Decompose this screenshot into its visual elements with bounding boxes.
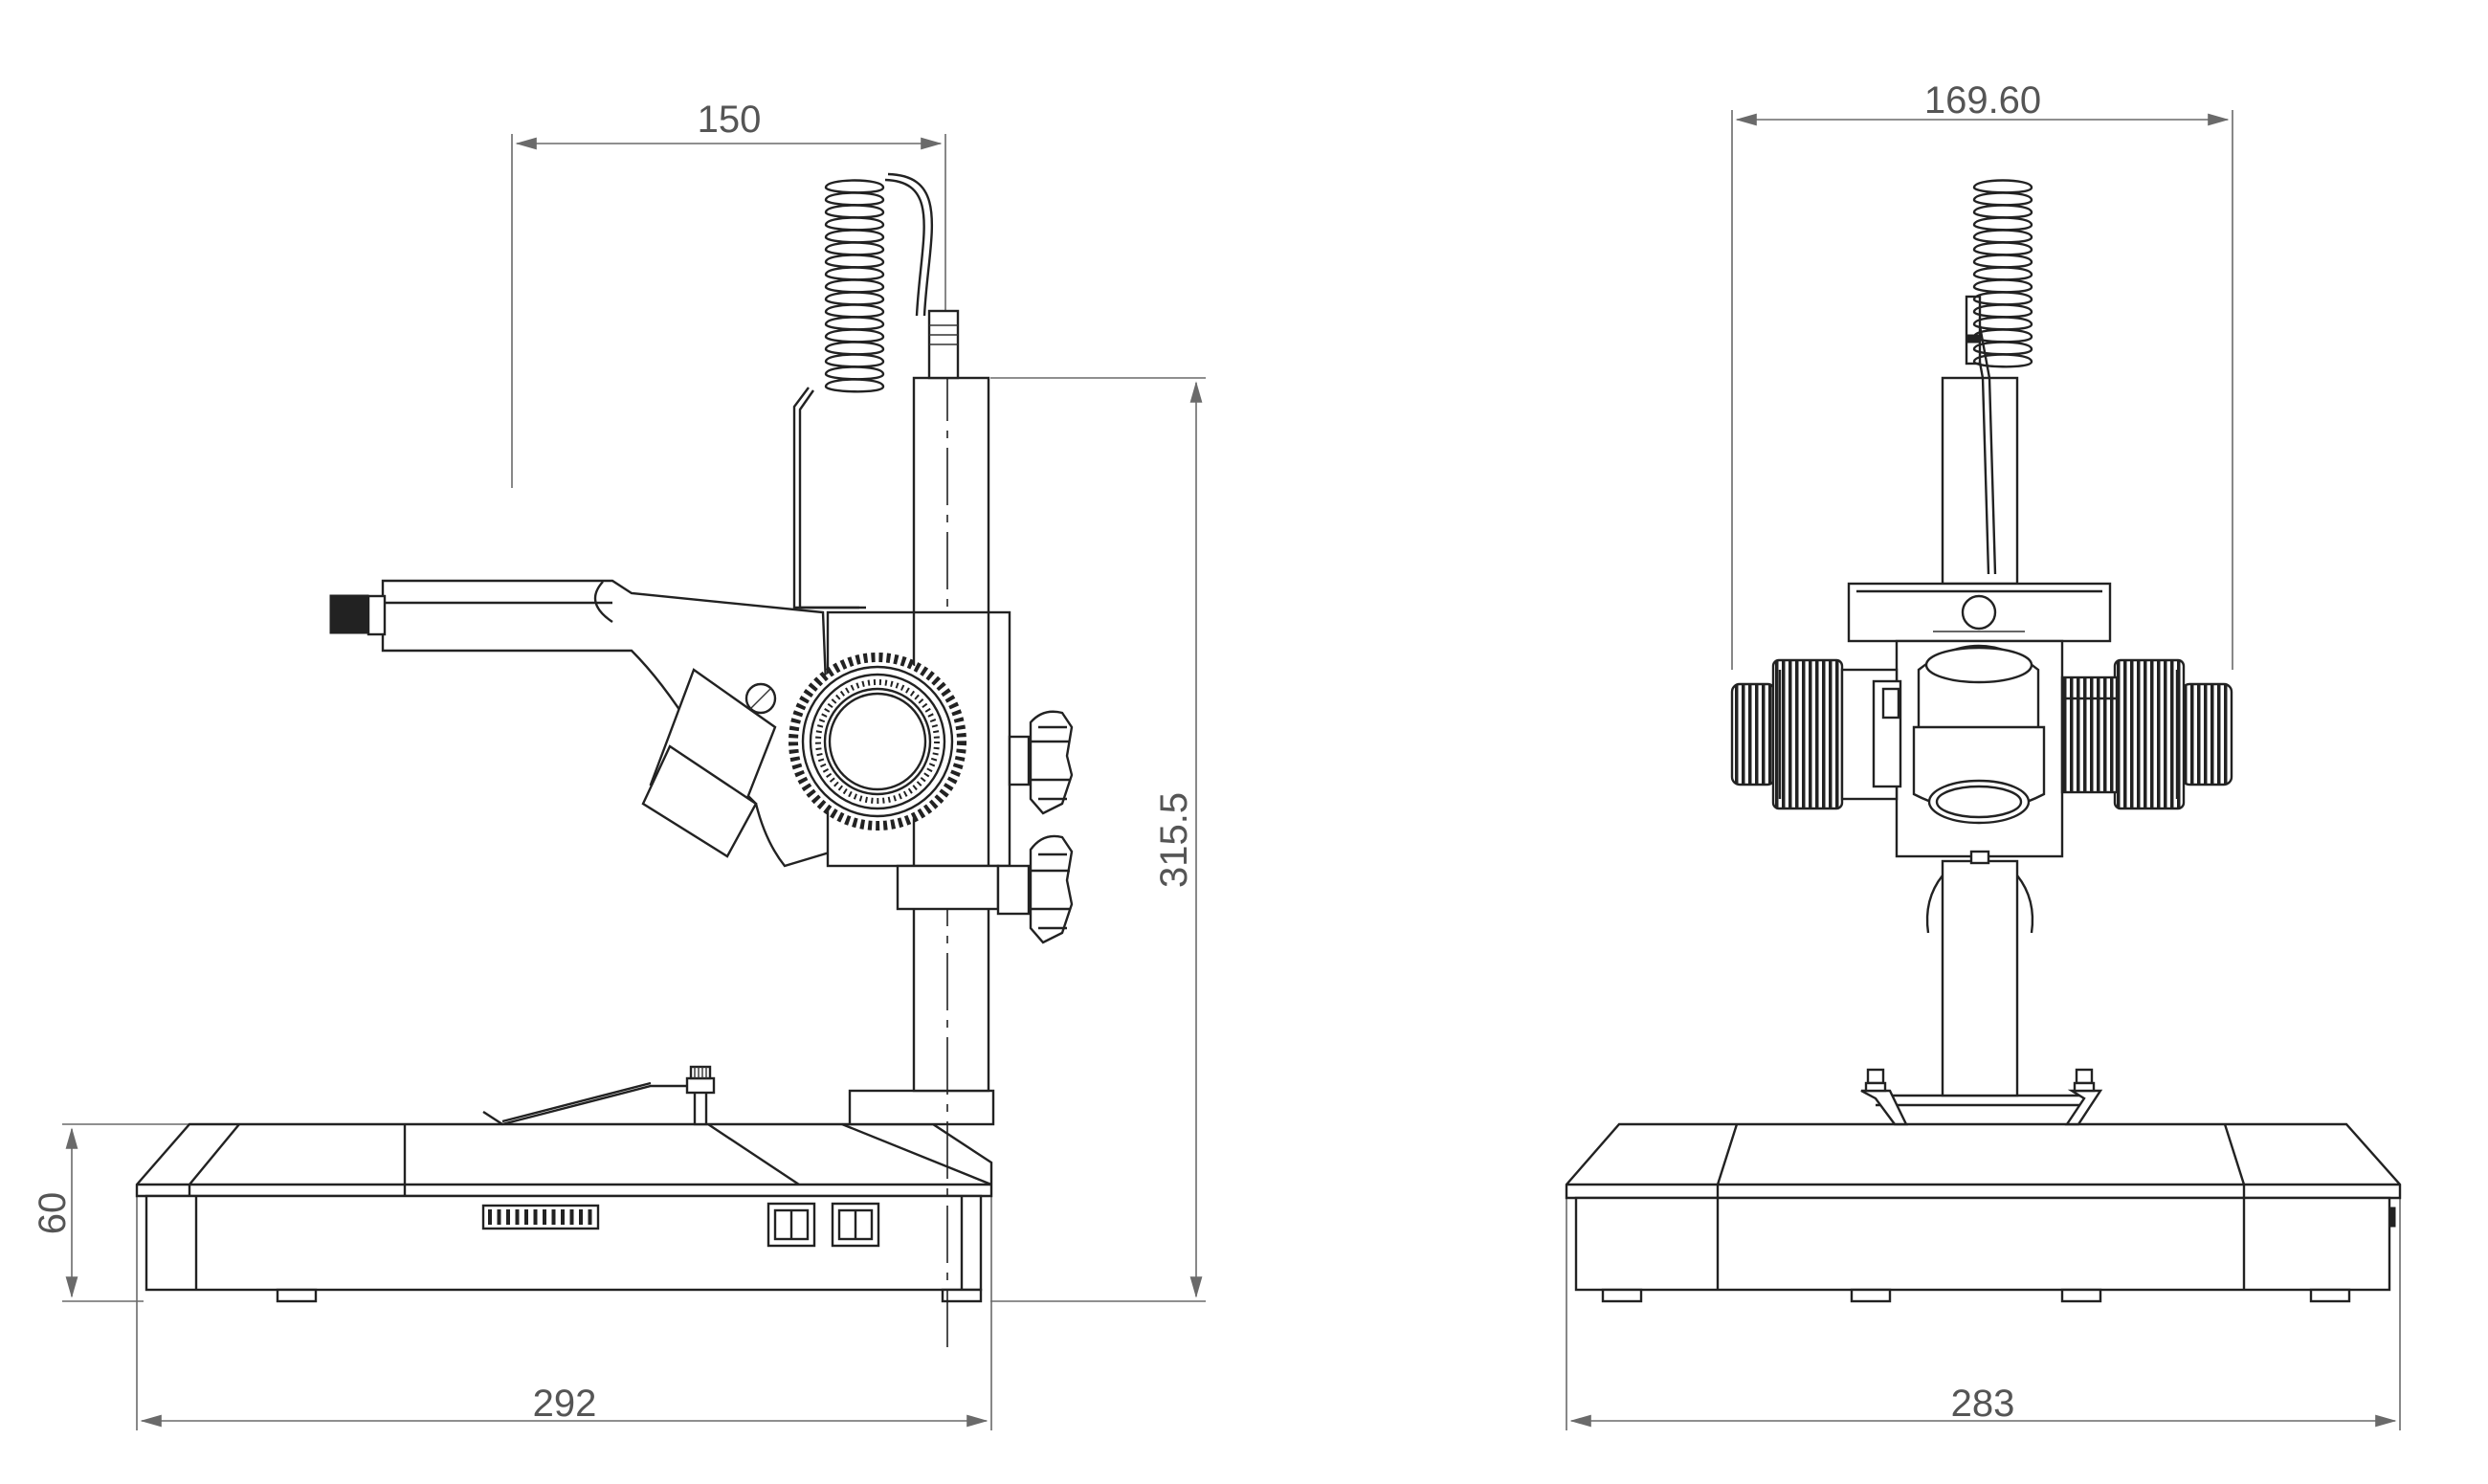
- cable-coil-loop: [1972, 179, 2033, 194]
- dimension-169-60-label: 169.60: [1924, 79, 2041, 122]
- cable-coil-loop: [824, 303, 885, 319]
- cable-coil-loop: [824, 229, 885, 244]
- front-right-knob-icon: [2060, 658, 2233, 810]
- vent-slot: [543, 1209, 546, 1225]
- front-cable: [1965, 179, 2033, 575]
- dimension-60-label: 60: [32, 1192, 74, 1235]
- tension-knob-icon: [1008, 710, 1074, 815]
- vent-slot: [506, 1209, 510, 1225]
- front-focus-block: [1895, 631, 2064, 865]
- vent-slot: [569, 1209, 574, 1225]
- cable-coil-loop: [1972, 291, 2033, 306]
- cable-coil-loop: [824, 241, 885, 256]
- dimension-292-label: 292: [533, 1383, 597, 1425]
- cable-coil-loop: [824, 191, 885, 207]
- cable-coil-loop: [1972, 328, 2033, 343]
- cable-coil-loop: [824, 365, 885, 381]
- cable-coil-loop: [824, 316, 885, 331]
- dimension-169-60: 169.60: [1731, 79, 2233, 670]
- cable-coil-loop: [1972, 316, 2033, 331]
- cable-coil-loop: [1972, 278, 2033, 294]
- dimension-315-5: 315.5: [990, 377, 1206, 1302]
- dimension-315-5-label: 315.5: [1153, 792, 1195, 888]
- vent-slot: [533, 1209, 538, 1225]
- cable-coil-loop: [824, 179, 885, 194]
- cable-coil-loop: [824, 341, 885, 356]
- cable-coil-loop: [1972, 204, 2033, 219]
- dimension-150-label: 150: [698, 99, 762, 141]
- side-view: 150 315.5 60 292: [32, 99, 1206, 1430]
- cable-coil-loop: [824, 328, 885, 343]
- dimension-292: 292: [136, 1196, 992, 1430]
- front-top-plate: [1847, 582, 2112, 643]
- cable-coil-loop: [1972, 341, 2033, 356]
- cable-coil-loop: [1972, 353, 2033, 368]
- holder-arm: [329, 579, 834, 868]
- dimension-60: 60: [32, 1123, 230, 1302]
- cable-coil-loop: [1972, 241, 2033, 256]
- vent-slot: [588, 1209, 592, 1225]
- cable-coil-loop: [1972, 254, 2033, 269]
- cable-coil-loop: [824, 254, 885, 269]
- cable-coil-loop: [824, 216, 885, 232]
- vent-slot: [524, 1209, 528, 1225]
- side-cable: [792, 172, 960, 609]
- vent-slot: [497, 1209, 501, 1225]
- vent-grille: [481, 1204, 600, 1230]
- cable-coil-loop: [824, 353, 885, 368]
- dimension-283: 283: [1566, 1196, 2401, 1430]
- cable-coil-loop: [824, 278, 885, 294]
- power-switches: [766, 1202, 880, 1248]
- cable-coil-loop: [824, 204, 885, 219]
- cable-coil-loop: [1972, 216, 2033, 232]
- vent-slot: [515, 1209, 520, 1225]
- dimension-150: 150: [511, 99, 946, 488]
- vent-slot: [561, 1209, 565, 1225]
- cable-coil-loop: [824, 266, 885, 281]
- cable-coil-loop: [824, 291, 885, 306]
- lock-knob-icon: [996, 834, 1074, 944]
- front-column: [1925, 376, 2034, 1097]
- front-left-knob-icon: [1730, 658, 1902, 810]
- vent-slot: [488, 1209, 492, 1225]
- vent-slot: [579, 1209, 583, 1225]
- stage-clip: [482, 1065, 716, 1126]
- focus-knob-icon: [789, 653, 966, 831]
- front-base: [1565, 1122, 2402, 1303]
- cable-coil-loop: [824, 378, 885, 393]
- cable-coil-loop: [1972, 229, 2033, 244]
- dimension-283-label: 283: [1951, 1383, 2015, 1425]
- cable-coil-loop: [1972, 266, 2033, 281]
- cable-coil-loop: [1972, 191, 2033, 207]
- cable-coil-loop: [1972, 303, 2033, 319]
- front-view: 169.60 283: [1565, 79, 2402, 1430]
- vent-slot: [551, 1209, 556, 1225]
